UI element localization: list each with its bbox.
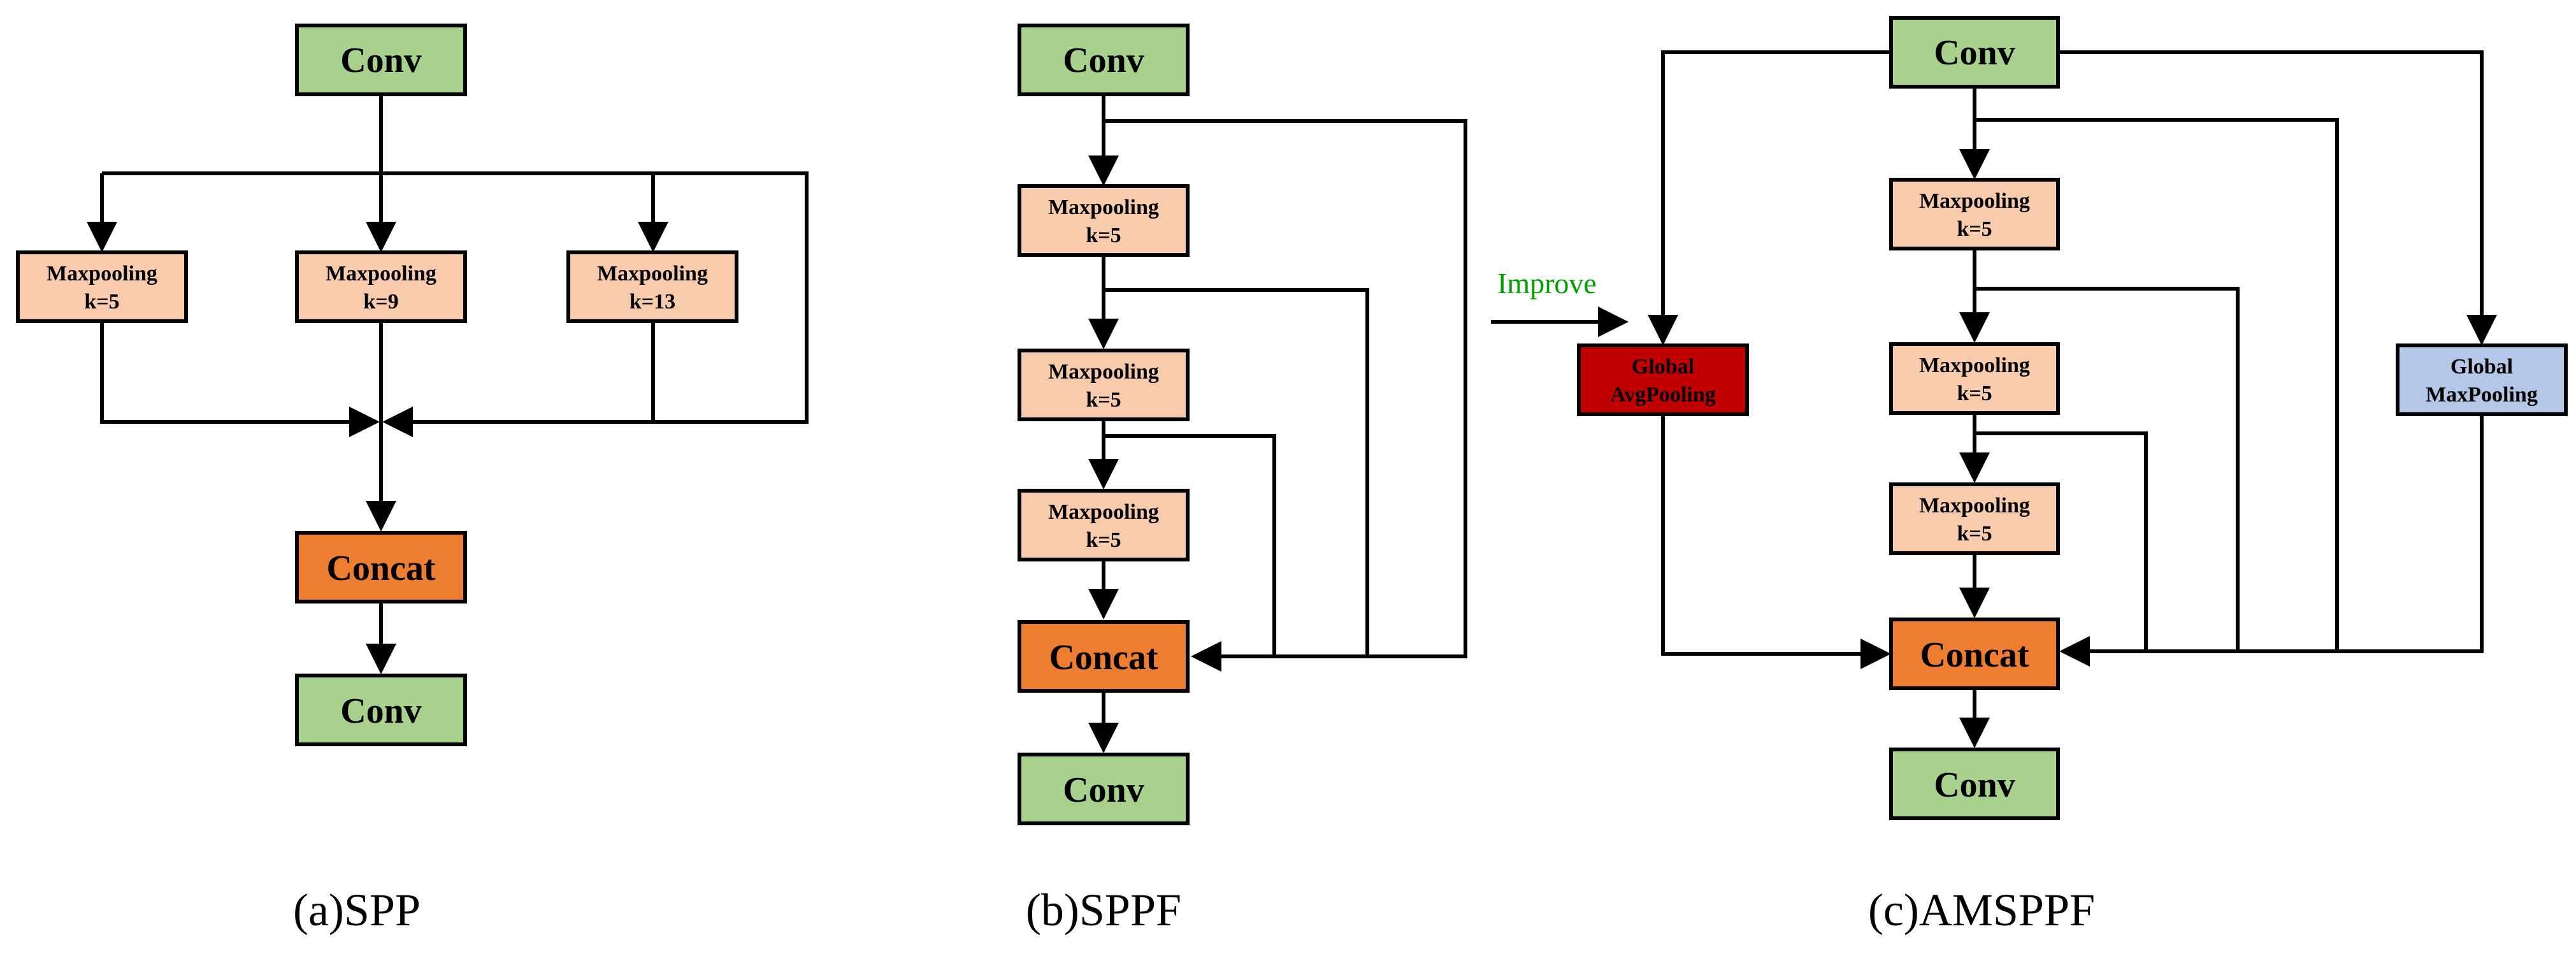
spp-maxpool-k13: Maxpooling k=13 xyxy=(566,250,738,323)
svg-text:Global: Global xyxy=(2450,355,2513,379)
svg-text:k=9: k=9 xyxy=(363,290,398,314)
amsppf-maxpool-1: Maxpooling k=5 xyxy=(1889,178,2060,250)
sppf-concat: Concat xyxy=(1018,620,1190,693)
svg-text:Maxpooling: Maxpooling xyxy=(1919,189,2030,213)
sppf-diagram: Conv Maxpooling k=5 Maxpooling k=5 Maxpo… xyxy=(1018,24,1467,936)
svg-text:k=5: k=5 xyxy=(1957,522,1992,546)
svg-text:Conv: Conv xyxy=(1063,41,1144,80)
amsppf-maxpool-3: Maxpooling k=5 xyxy=(1889,482,2060,555)
amsppf-wire-maxpool-concat xyxy=(2059,416,2484,667)
svg-text:Conv: Conv xyxy=(1934,765,2015,805)
spp-maxpool-k5: Maxpooling k=5 xyxy=(16,250,188,323)
sppf-conv-top: Conv xyxy=(1018,24,1190,96)
sppf-maxpool-3: Maxpooling k=5 xyxy=(1018,489,1190,561)
svg-text:Conv: Conv xyxy=(1063,770,1144,810)
svg-text:k=5: k=5 xyxy=(1086,528,1121,552)
svg-text:Maxpooling: Maxpooling xyxy=(326,262,436,285)
svg-text:Maxpooling: Maxpooling xyxy=(1048,196,1159,219)
svg-text:Maxpooling: Maxpooling xyxy=(1919,494,2030,517)
svg-text:MaxPooling: MaxPooling xyxy=(2426,383,2538,407)
spp-concat: Concat xyxy=(295,531,467,603)
amsppf-wire-avgpool-concat xyxy=(1661,416,1891,669)
sppf-wire-pool2-skip xyxy=(1102,419,1276,656)
svg-text:k=5: k=5 xyxy=(1086,388,1121,412)
spp-caption: (a)SPP xyxy=(293,885,421,936)
svg-text:k=5: k=5 xyxy=(1086,224,1121,247)
svg-text:Maxpooling: Maxpooling xyxy=(47,262,157,285)
improve-label: Improve xyxy=(1497,267,1597,300)
sppf-maxpool-2: Maxpooling k=5 xyxy=(1018,349,1190,421)
svg-text:Concat: Concat xyxy=(326,549,435,588)
amsppf-concat: Concat xyxy=(1889,618,2060,690)
svg-text:Concat: Concat xyxy=(1920,635,2029,675)
svg-text:k=13: k=13 xyxy=(630,290,675,314)
svg-text:Global: Global xyxy=(1632,355,1694,379)
sppf-wire-bypass-outer xyxy=(1102,94,1467,672)
amsppf-wire-pool2-skip xyxy=(1973,413,2148,653)
svg-text:Conv: Conv xyxy=(340,691,422,731)
spp-conv-top: Conv xyxy=(295,24,467,96)
amsppf-wire-to-avgpool xyxy=(1648,50,1891,345)
amsppf-caption: (c)AMSPPF xyxy=(1868,885,2095,936)
spp-maxpool-k9: Maxpooling k=9 xyxy=(295,250,467,323)
amsppf-wire-bypass-outer xyxy=(1973,87,2339,653)
svg-text:Conv: Conv xyxy=(340,41,422,80)
sppf-conv-bottom: Conv xyxy=(1018,753,1190,825)
svg-text:Conv: Conv xyxy=(1934,33,2015,73)
svg-text:Maxpooling: Maxpooling xyxy=(1919,354,2030,377)
svg-text:k=5: k=5 xyxy=(1957,217,1992,241)
sppf-caption: (b)SPPF xyxy=(1026,885,1181,936)
amsppf-conv-top: Conv xyxy=(1889,16,2060,89)
amsppf-wire-pool1-skip xyxy=(1973,249,2240,653)
svg-text:Maxpooling: Maxpooling xyxy=(597,262,708,285)
sppf-maxpool-1: Maxpooling k=5 xyxy=(1018,184,1190,257)
amsppf-wire-to-maxpool xyxy=(2058,50,2497,345)
spp-conv-bottom: Conv xyxy=(295,674,467,746)
improve-indicator: Improve xyxy=(1491,267,1629,337)
svg-text:k=5: k=5 xyxy=(84,290,119,314)
svg-text:k=5: k=5 xyxy=(1957,382,1992,405)
svg-text:AvgPooling: AvgPooling xyxy=(1610,383,1716,407)
svg-text:Maxpooling: Maxpooling xyxy=(1048,500,1159,524)
spp-wire-bypass xyxy=(102,171,809,437)
spp-wire-pool1-merge xyxy=(100,322,380,437)
svg-text:Concat: Concat xyxy=(1049,638,1158,677)
sppf-wire-pool1-skip xyxy=(1102,255,1369,656)
svg-text:Maxpooling: Maxpooling xyxy=(1048,360,1159,384)
amsppf-global-maxpool: Global MaxPooling xyxy=(2396,343,2568,416)
spp-diagram: Conv Maxpooling k=5 Maxpooling k=9 Maxpo… xyxy=(16,24,809,936)
amsppf-diagram: Conv Global AvgPooling Global MaxPooling… xyxy=(1577,16,2568,936)
amsppf-conv-bottom: Conv xyxy=(1889,748,2060,820)
amsppf-maxpool-2: Maxpooling k=5 xyxy=(1889,342,2060,415)
amsppf-global-avgpool: Global AvgPooling xyxy=(1577,343,1749,416)
